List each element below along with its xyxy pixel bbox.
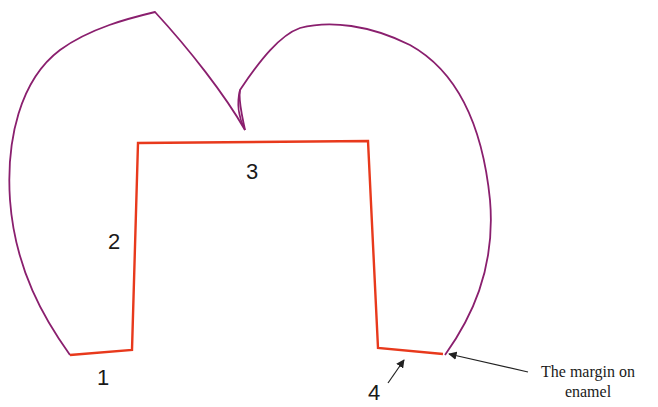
tooth-outline xyxy=(9,12,491,355)
callout-number: 2 xyxy=(108,230,120,254)
callout-number: 3 xyxy=(246,160,258,184)
fissure-notch xyxy=(238,90,245,130)
preparation-outline xyxy=(70,141,443,355)
leader-arrow xyxy=(449,354,528,372)
leader-arrow xyxy=(388,360,404,383)
margin-note: The margin on enamel xyxy=(532,362,644,402)
callout-number: 4 xyxy=(368,381,380,405)
callout-number: 1 xyxy=(97,366,109,390)
